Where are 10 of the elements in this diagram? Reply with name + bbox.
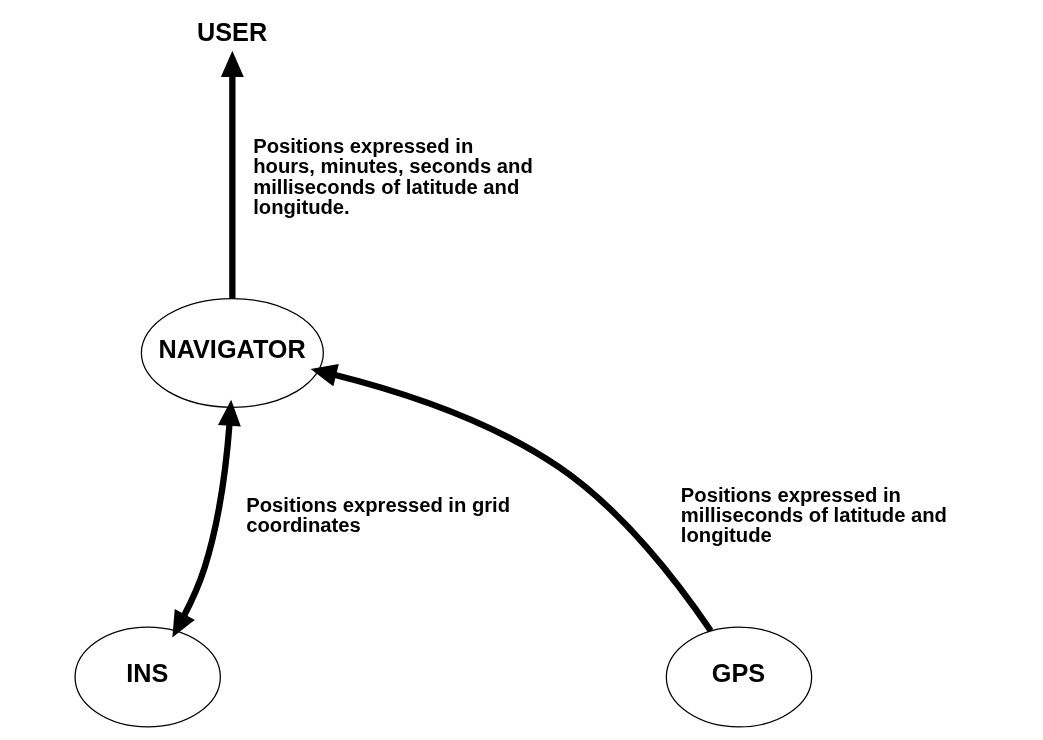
- node-ellipse: INS: [73, 626, 221, 728]
- arrow: [310, 364, 713, 633]
- node-text: USER: [196, 17, 267, 46]
- arrow: [220, 50, 244, 299]
- edge-label: Positions expressed in hours, minutes, seconds and milliseconds of latitude and longitude.: [252, 135, 533, 218]
- edge-label: Positions expressed in milliseconds of latitude and longitude: [680, 483, 947, 547]
- edge-label: Positions expressed in grid coordinates: [245, 493, 510, 537]
- node-ellipse: NAVIGATOR: [140, 298, 324, 408]
- arrow: [171, 399, 241, 638]
- node-ellipse: GPS: [665, 626, 812, 728]
